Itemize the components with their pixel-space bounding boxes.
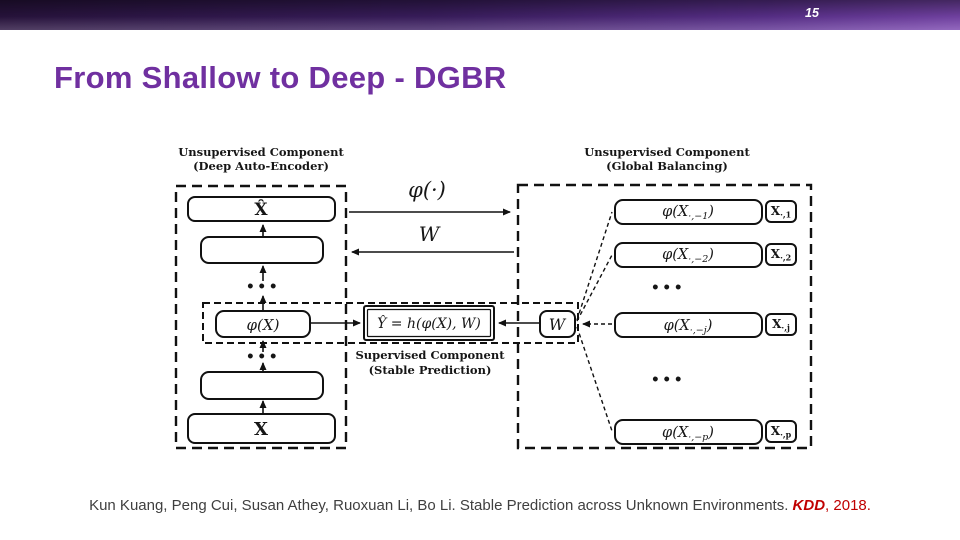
left-section-label-line2: (Deep Auto-Encoder): [193, 159, 329, 173]
left-section-label-line1: Unsupervised Component: [178, 145, 344, 159]
autoencoder-dashed-box: [174, 184, 348, 450]
phi-row2-label: φ(X·,−2): [662, 247, 714, 265]
header-bar: 15: [0, 0, 960, 30]
citation-text: Kun Kuang, Peng Cui, Susan Athey, Ruoxua…: [89, 497, 793, 514]
left-dots-lower: •••: [246, 349, 280, 365]
w-weight-box: [539, 310, 576, 338]
phi-rowj-box: [614, 312, 763, 338]
fan-line-row1: [576, 211, 613, 321]
supervised-label-line1: Supervised Component: [355, 348, 505, 362]
phi-rowp-box: [614, 419, 763, 445]
fan-line-rowp: [576, 326, 613, 432]
fan-line-row2: [576, 254, 613, 322]
x-input-label: X: [254, 419, 268, 440]
supervised-label-line2: (Stable Prediction): [369, 363, 492, 377]
page-number: 15: [805, 6, 819, 20]
xhat-box: [187, 196, 336, 222]
x-colj-label: X·,j: [772, 317, 790, 333]
phi-mapping-label: φ(·): [408, 178, 446, 202]
phi-rowp-label: φ(X·,−p): [662, 425, 714, 443]
page-title: From Shallow to Deep - DGBR: [54, 60, 507, 95]
x-col1-box: [765, 200, 797, 223]
w-feedback-label: W: [419, 222, 441, 246]
citation-venue: KDD: [792, 497, 826, 514]
x-input-box: [187, 413, 336, 444]
x-col1-label: X·,1: [771, 204, 791, 220]
xhat-label: X̂: [254, 200, 268, 220]
phi-x-label: φ(X): [247, 316, 280, 334]
x-colp-label: X·,p: [771, 424, 792, 440]
x-col2-box: [765, 243, 797, 266]
right-dots-upper: •••: [651, 280, 685, 296]
phi-row2-box: [614, 242, 763, 268]
phi-row1-label: φ(X·,−1): [662, 204, 714, 222]
prediction-equation: Ŷ = h(φ(X), W): [377, 314, 481, 332]
phi-rowj-label: φ(X·,−j): [664, 318, 713, 336]
supervised-dashed-box: [202, 302, 579, 344]
left-hidden-layer-top: [200, 236, 324, 264]
citation: Kun Kuang, Peng Cui, Susan Athey, Ruoxua…: [0, 497, 960, 514]
right-section-label-line1: Unsupervised Component: [584, 145, 750, 159]
x-colp-box: [765, 420, 797, 443]
w-box-label: W: [549, 315, 567, 334]
x-col2-label: X·,2: [771, 247, 791, 263]
phi-row1-box: [614, 199, 763, 225]
prediction-equation-box-inner: [366, 308, 492, 338]
prediction-equation-box: [363, 305, 495, 341]
left-dots-upper: •••: [246, 279, 280, 295]
x-colj-box: [765, 313, 797, 336]
citation-year: , 2018.: [825, 497, 871, 514]
right-section-label-line2: (Global Balancing): [606, 159, 728, 173]
right-dots-lower: •••: [651, 372, 685, 388]
left-hidden-layer-bottom: [200, 371, 324, 400]
global-balancing-dashed-box: [516, 183, 813, 450]
